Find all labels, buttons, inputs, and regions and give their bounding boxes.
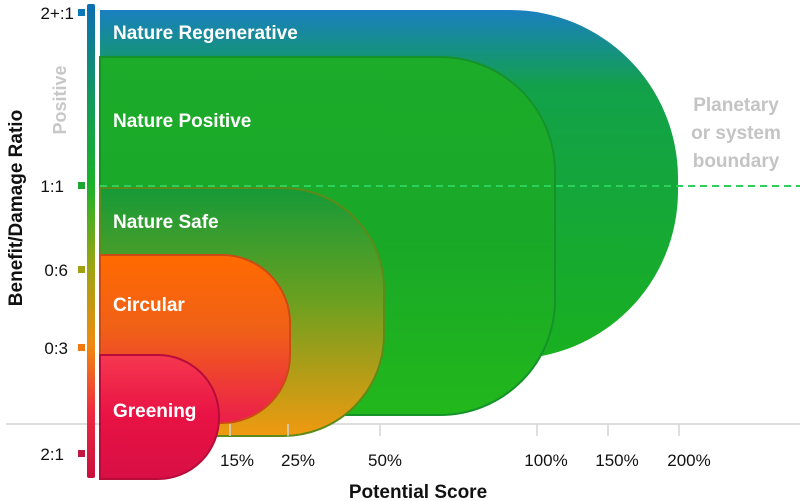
- x-tick-label: 100%: [524, 451, 567, 470]
- level-label-nature-regenerative: Nature Regenerative: [113, 23, 298, 44]
- x-tick-label: 200%: [667, 451, 710, 470]
- x-tick-label: 50%: [368, 451, 402, 470]
- boundary-label-line-2: or system: [691, 123, 781, 144]
- level-label-greening: Greening: [113, 401, 196, 422]
- y-tick-marker: [78, 9, 85, 16]
- x-tick-label: 15%: [220, 451, 254, 470]
- x-tick-label: 25%: [281, 451, 315, 470]
- y-axis-bar: [87, 4, 95, 478]
- y-tick-label: 0:3: [44, 339, 68, 358]
- boundary-label-line-3: boundary: [693, 151, 780, 172]
- y-tick-marker: [78, 450, 85, 457]
- boundary-label-line-1: Planetary: [693, 95, 779, 116]
- level-label-nature-safe: Nature Safe: [113, 212, 219, 233]
- y-tick-label: 2+:1: [40, 4, 74, 23]
- level-label-nature-positive: Nature Positive: [113, 111, 251, 132]
- y-tick-marker: [78, 182, 85, 189]
- x-axis-title: Potential Score: [349, 482, 487, 501]
- x-tick-label: 150%: [595, 451, 638, 470]
- y-tick-marker: [78, 344, 85, 351]
- y-tick-label: 0:6: [44, 261, 68, 280]
- y-tick-label: 1:1: [40, 177, 64, 196]
- level-label-circular: Circular: [113, 295, 185, 316]
- y-tick-marker: [78, 266, 85, 273]
- positive-side-label: Positive: [50, 65, 70, 134]
- y-tick-label: 2:1: [40, 445, 64, 464]
- level-shape-greening: [99, 354, 220, 480]
- y-axis-title: Benefit/Damage Ratio: [6, 110, 27, 306]
